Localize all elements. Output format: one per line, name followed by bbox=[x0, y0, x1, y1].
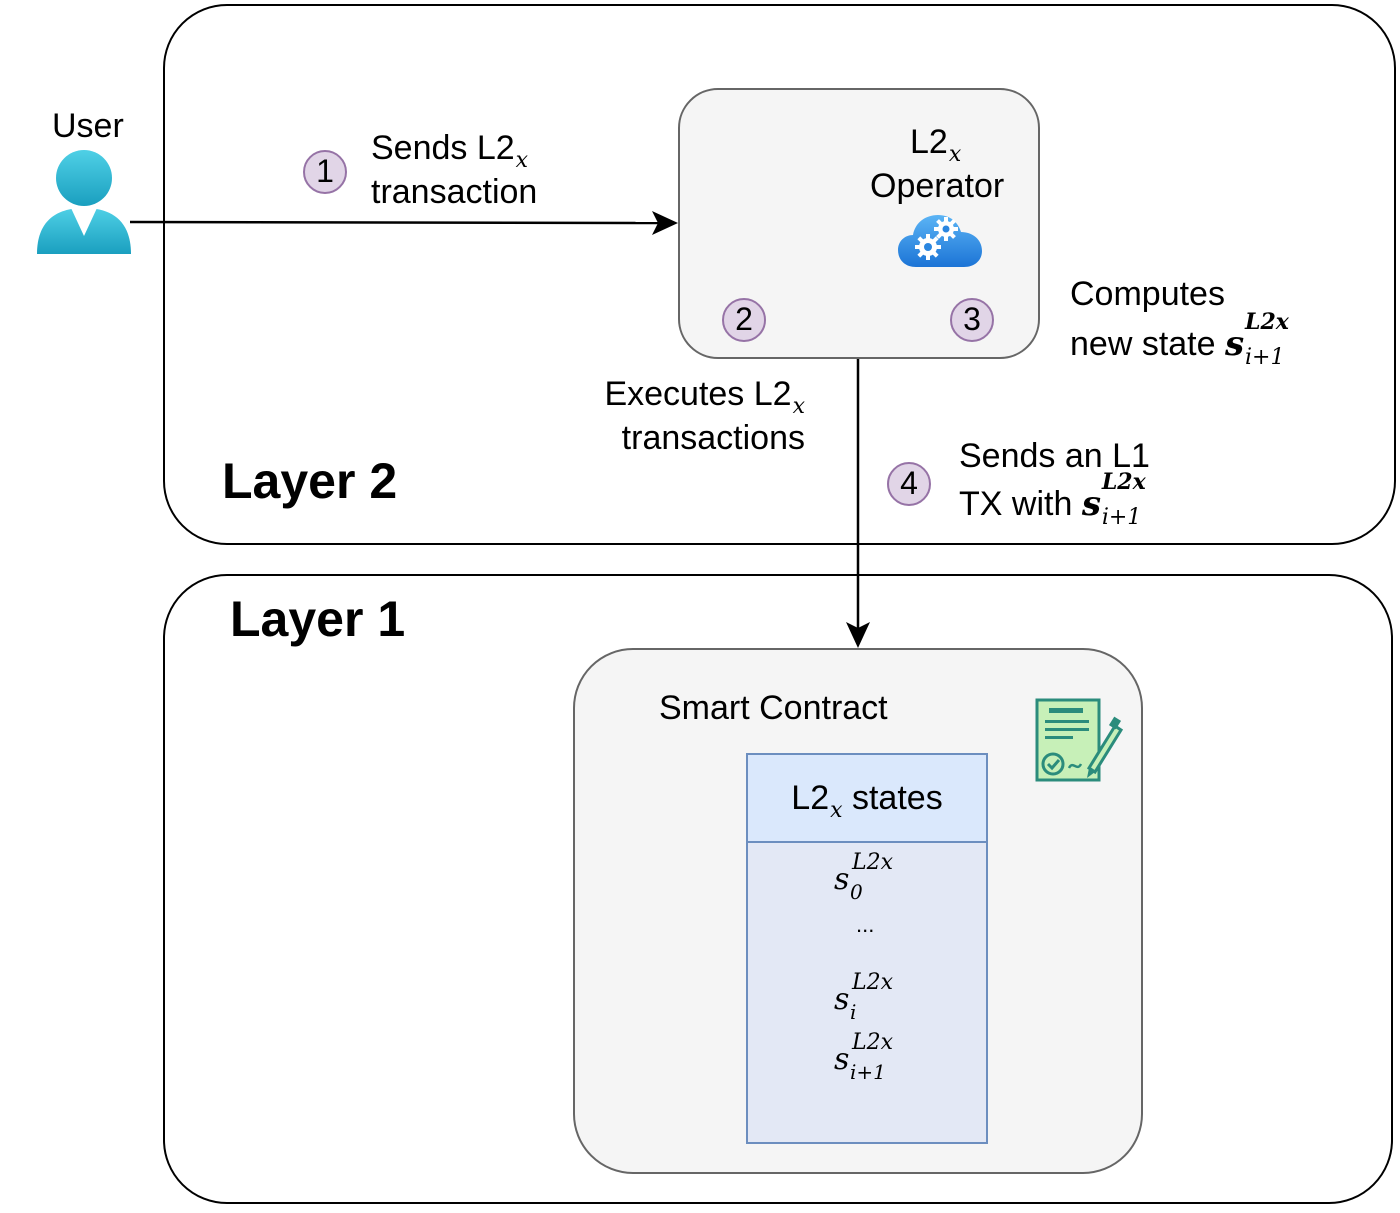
step-2-label: Executes L2x transactions bbox=[585, 372, 805, 460]
step-1-badge: 1 bbox=[303, 150, 347, 194]
step-4-line2: TX with bbox=[959, 485, 1073, 524]
step-1-line1: Sends L2 bbox=[371, 129, 515, 167]
step-4-line1: Sends an L1 bbox=[959, 437, 1150, 475]
operator-title-line2: Operator bbox=[870, 167, 1005, 205]
layer1-title: Layer 1 bbox=[230, 591, 406, 647]
step-2-badge: 2 bbox=[722, 298, 766, 342]
smart-contract-title: Smart Contract bbox=[659, 689, 888, 727]
operator-title: L2x bbox=[910, 120, 962, 167]
step-1-sub: x bbox=[515, 148, 529, 173]
operator-title-sub: x bbox=[948, 142, 962, 167]
step-3-line2: new state bbox=[1070, 325, 1216, 364]
user-icon bbox=[37, 150, 131, 254]
states-header-main: L2 bbox=[791, 779, 830, 817]
layer2-title: Layer 2 bbox=[222, 453, 398, 509]
cloud-gears-icon bbox=[898, 215, 982, 267]
states-ellipsis: ... bbox=[856, 912, 875, 937]
states-header: L2x states bbox=[746, 753, 988, 843]
step-1-label: Sends L2x transaction bbox=[371, 126, 537, 214]
contract-document-icon bbox=[1035, 698, 1123, 782]
step-1-line2: transaction bbox=[371, 173, 538, 212]
step-3-line1: Computes bbox=[1070, 275, 1225, 313]
user-label: User bbox=[52, 107, 124, 145]
step-2-sub: x bbox=[792, 394, 805, 419]
step-4-badge: 4 bbox=[887, 462, 931, 506]
step-2-line2: transactions bbox=[621, 419, 805, 458]
states-header-rest: states bbox=[851, 779, 943, 817]
step-3-badge: 3 bbox=[950, 298, 994, 342]
operator-title-main: L2 bbox=[910, 123, 948, 161]
step-2-line1: Executes L2 bbox=[604, 375, 792, 413]
states-header-sub: x bbox=[830, 798, 843, 823]
states-list bbox=[746, 843, 988, 1144]
